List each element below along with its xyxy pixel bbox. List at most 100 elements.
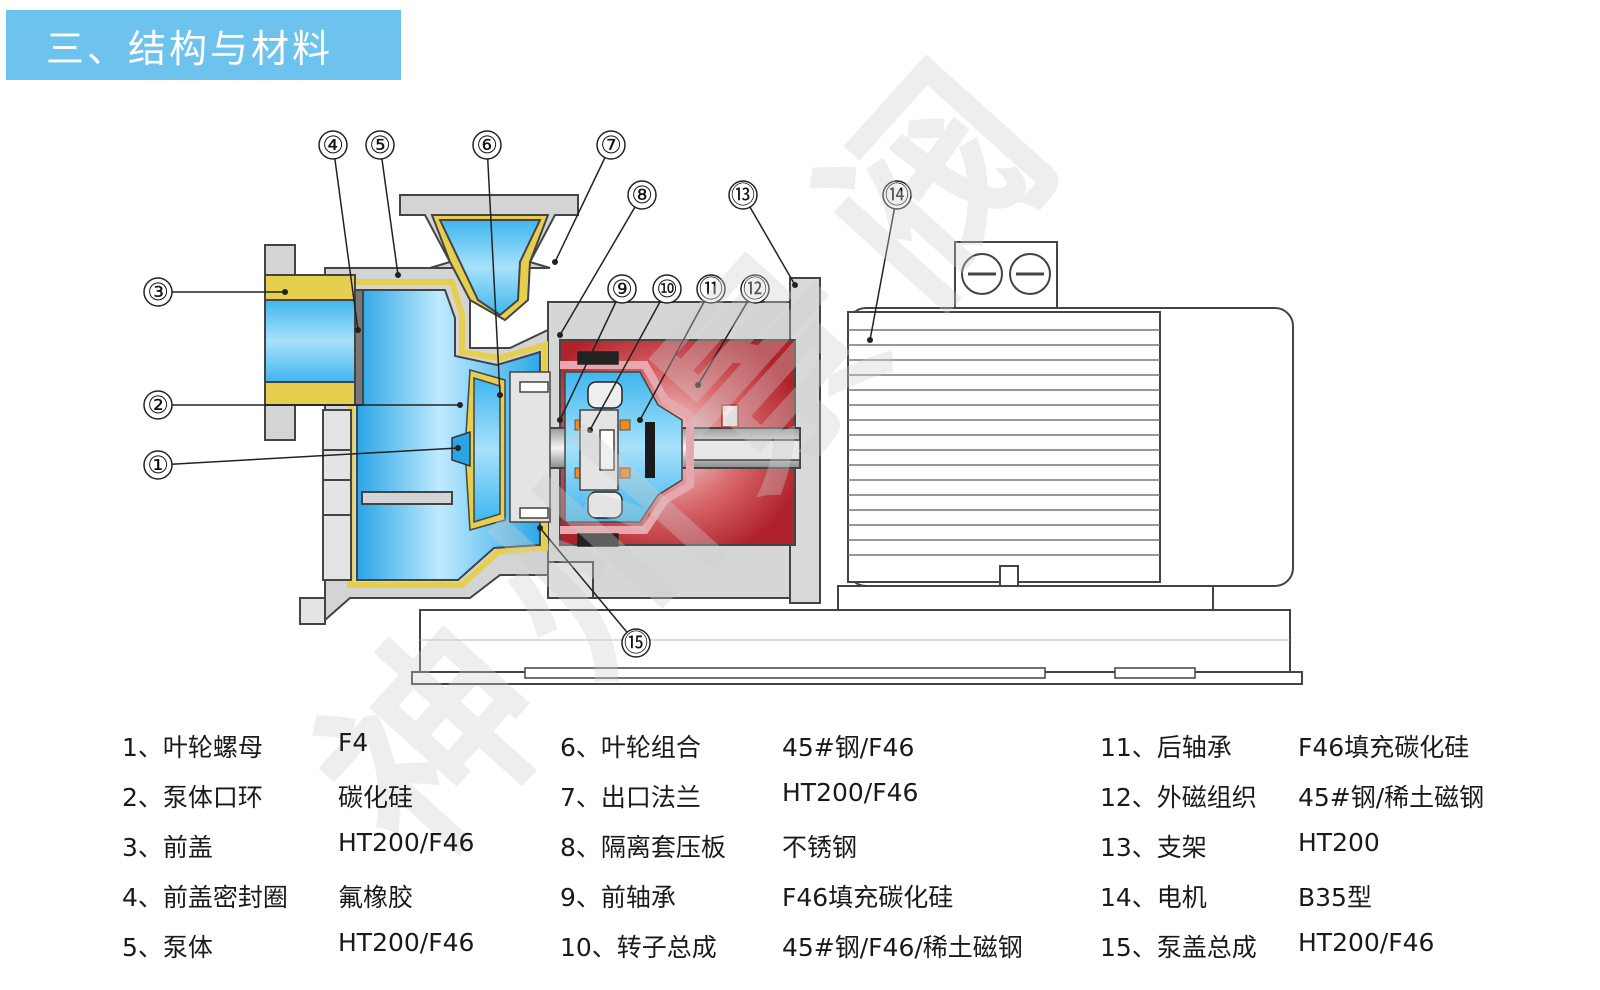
callout-circle — [143, 277, 173, 307]
callout-target-dot — [792, 282, 798, 288]
callout-target-dot — [355, 327, 361, 333]
front-cover — [264, 244, 364, 441]
callout-number: ④ — [322, 131, 344, 159]
callout-leader-line — [559, 288, 623, 421]
callout-leader-line — [539, 527, 637, 644]
callout-target-dot — [557, 332, 563, 338]
callout-number: ③ — [147, 278, 169, 306]
part-name: 14、电机 — [1100, 883, 1207, 912]
part-material: F46填充碳化硅 — [782, 883, 954, 912]
bracket-foot — [547, 561, 594, 599]
callout-circle — [627, 180, 657, 210]
callout-number: ⑦ — [600, 131, 622, 159]
callout-number: ② — [147, 391, 169, 419]
callout-number: ⑫ — [743, 275, 767, 303]
part-material: 45#钢/F46 — [782, 733, 915, 762]
part-material: F4 — [338, 728, 369, 757]
callout-number: ⑥ — [476, 131, 498, 159]
callout-leader-line — [589, 288, 668, 431]
callout-number: ⑬ — [731, 181, 755, 209]
rotor-assembly — [579, 409, 619, 491]
part-material: HT200/F46 — [338, 828, 475, 857]
section-title: 三、结构与材料 — [46, 26, 334, 71]
callout-leader-line — [332, 144, 359, 331]
callout-leader-line — [157, 447, 459, 466]
impeller — [464, 369, 551, 531]
section-title-banner: 三、结构与材料 — [6, 10, 401, 80]
callout-circle — [472, 130, 502, 160]
callout-number: ⑪ — [699, 275, 723, 303]
callout-target-dot — [282, 289, 288, 295]
part-material: B35型 — [1298, 883, 1372, 912]
callout-number: ⑮ — [624, 629, 648, 657]
part-name: 1、叶轮螺母 — [122, 733, 263, 762]
callout-number: ⑭ — [885, 181, 909, 209]
callout-number: ⑨ — [611, 275, 633, 303]
part-material: 氟橡胶 — [338, 883, 414, 912]
callout-circle — [728, 180, 758, 210]
callout-target-dot — [497, 392, 503, 398]
callout-target-dot — [537, 525, 543, 531]
callout-circle — [696, 274, 726, 304]
callout-target-dot — [587, 427, 593, 433]
callout-target-dot — [867, 337, 873, 343]
callout-leader-line — [559, 194, 643, 336]
callout-leader-line — [869, 194, 898, 341]
callout-circle — [882, 180, 912, 210]
part-material: 不锈钢 — [782, 833, 858, 862]
part-material: HT200/F46 — [782, 778, 919, 807]
motor-shaft-coupling — [689, 439, 801, 461]
callout-circle — [652, 274, 682, 304]
callout-circle — [621, 628, 651, 658]
callout-circle — [607, 274, 637, 304]
motor — [837, 241, 1294, 611]
part-name: 9、前轴承 — [560, 883, 676, 912]
part-name: 8、隔离套压板 — [560, 833, 726, 862]
callout-leader-line — [697, 288, 756, 386]
part-name: 12、外磁组织 — [1100, 783, 1257, 812]
callout-leader-line — [639, 288, 712, 421]
callout-circle — [596, 130, 626, 160]
callout-number: ① — [147, 451, 169, 479]
impeller-nut — [451, 430, 471, 468]
part-name: 10、转子总成 — [560, 933, 717, 962]
part-name: 3、前盖 — [122, 833, 213, 862]
part-name: 13、支架 — [1100, 833, 1207, 862]
callout-target-dot — [557, 417, 563, 423]
callout-circle — [365, 130, 395, 160]
part-material: 45#钢/稀土磁钢 — [1298, 783, 1485, 812]
part-name: 7、出口法兰 — [560, 783, 701, 812]
part-name: 11、后轴承 — [1100, 733, 1232, 762]
callout-circle — [740, 274, 770, 304]
part-material: HT200 — [1298, 828, 1380, 857]
base-plate — [411, 609, 1303, 685]
part-name: 6、叶轮组合 — [560, 733, 701, 762]
callout-target-dot — [552, 259, 558, 265]
part-material: HT200/F46 — [1298, 928, 1435, 957]
callout-circle — [143, 450, 173, 480]
callout-number: ⑤ — [369, 131, 391, 159]
parts-materials-legend: 1、叶轮螺母 F4 2、泵体口环 碳化硅 3、前盖 HT200/F46 4、前盖密封圈 氟橡胶… — [0, 720, 1600, 990]
part-material: HT200/F46 — [338, 928, 475, 957]
callout-target-dot — [395, 272, 401, 278]
part-material: 碳化硅 — [338, 783, 414, 812]
callout-number: ⑩ — [656, 275, 678, 303]
pump-cover-liner — [560, 361, 694, 534]
part-name: 2、泵体口环 — [122, 783, 263, 812]
callout-leader-line — [486, 144, 501, 396]
callout-leader-line — [379, 144, 399, 276]
callout-leader-line — [554, 144, 612, 263]
callout-leader-line — [742, 194, 796, 286]
callout-target-dot — [637, 417, 643, 423]
callout-circle — [143, 390, 173, 420]
part-material: 45#钢/F46/稀土磁钢 — [782, 933, 1023, 962]
part-name: 5、泵体 — [122, 933, 213, 962]
part-material: F46填充碳化硅 — [1298, 733, 1470, 762]
callout-circle — [318, 130, 348, 160]
part-name: 4、前盖密封圈 — [122, 883, 288, 912]
callout-number: ⑧ — [631, 181, 653, 209]
outlet-flange — [399, 194, 579, 322]
callout-target-dot — [457, 402, 463, 408]
